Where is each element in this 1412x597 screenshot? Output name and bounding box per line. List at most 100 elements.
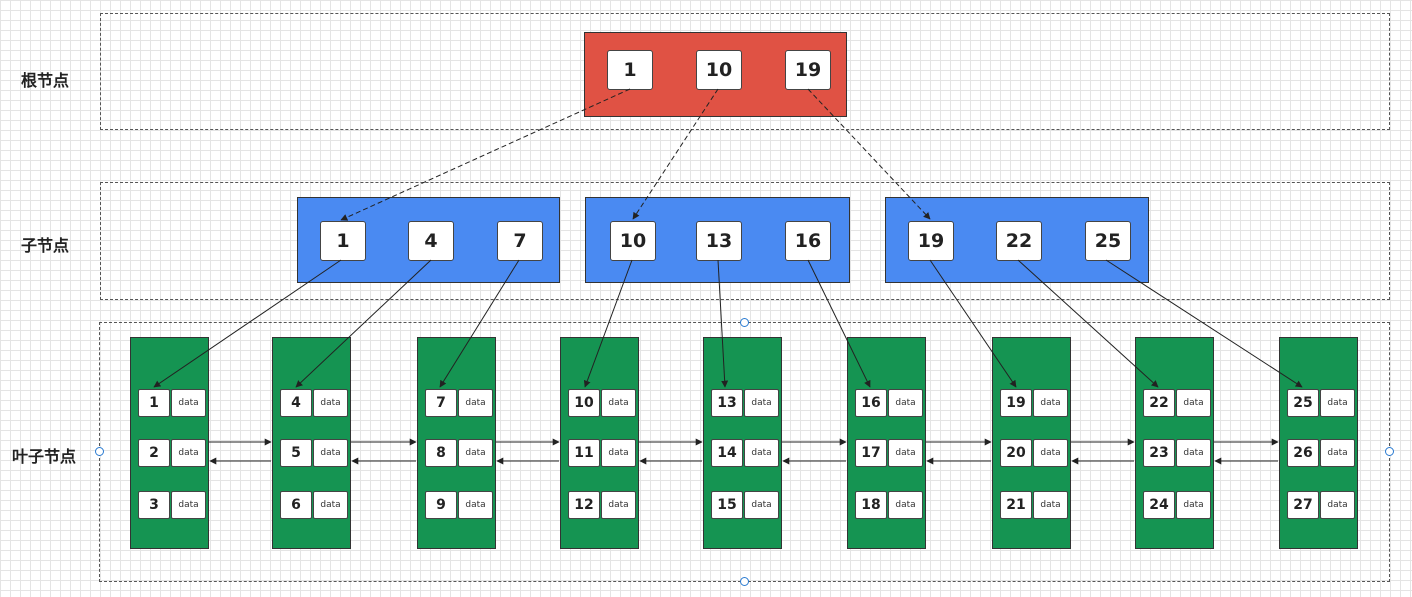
leaf-data: data xyxy=(313,389,348,417)
leaf-data: data xyxy=(171,491,206,519)
leaf-key: 16 xyxy=(855,389,887,417)
leaf-key: 24 xyxy=(1143,491,1175,519)
selection-handle-left[interactable] xyxy=(95,447,104,456)
leaf-key: 17 xyxy=(855,439,887,467)
leaf-data: data xyxy=(313,491,348,519)
pointer-edge xyxy=(929,259,1017,388)
pointer-edge xyxy=(295,259,432,388)
pointer-edge xyxy=(1105,259,1303,388)
child-key: 22 xyxy=(996,221,1042,261)
root-key: 1 xyxy=(607,50,653,90)
leaf-data: data xyxy=(458,491,493,519)
leaf-data: data xyxy=(744,439,779,467)
root-lane-label: 根节点 xyxy=(21,71,70,90)
leaf-key: 6 xyxy=(280,491,312,519)
leaf-key: 20 xyxy=(1000,439,1032,467)
leaf-key: 15 xyxy=(711,491,743,519)
child-key: 16 xyxy=(785,221,831,261)
child-key: 1 xyxy=(320,221,366,261)
leaf-data: data xyxy=(1033,439,1068,467)
leaf-key: 13 xyxy=(711,389,743,417)
leaf-data: data xyxy=(601,389,636,417)
leaf-data: data xyxy=(601,439,636,467)
child-key: 7 xyxy=(497,221,543,261)
leaf-key: 9 xyxy=(425,491,457,519)
leaf-key: 10 xyxy=(568,389,600,417)
leaf-data: data xyxy=(458,389,493,417)
leaf-data: data xyxy=(888,389,923,417)
child-lane xyxy=(100,182,1390,300)
leaf-data: data xyxy=(313,439,348,467)
leaf-key: 4 xyxy=(280,389,312,417)
leaf-key: 3 xyxy=(138,491,170,519)
child-key: 10 xyxy=(610,221,656,261)
leaf-key: 7 xyxy=(425,389,457,417)
leaf-data: data xyxy=(888,439,923,467)
leaf-data: data xyxy=(1033,491,1068,519)
leaf-data: data xyxy=(1176,491,1211,519)
leaf-key: 5 xyxy=(280,439,312,467)
leaf-data: data xyxy=(1033,389,1068,417)
pointer-edge xyxy=(1017,259,1159,388)
leaf-key: 27 xyxy=(1287,491,1319,519)
pointer-edge xyxy=(807,259,871,388)
root-key: 10 xyxy=(696,50,742,90)
leaf-key: 12 xyxy=(568,491,600,519)
pointer-edge xyxy=(583,259,633,388)
leaf-data: data xyxy=(744,491,779,519)
leaf-data: data xyxy=(1176,439,1211,467)
selection-handle-right[interactable] xyxy=(1385,447,1394,456)
pointer-edge xyxy=(717,259,729,388)
root-lane xyxy=(100,13,1390,130)
leaf-key: 11 xyxy=(568,439,600,467)
root-key: 19 xyxy=(785,50,831,90)
leaf-key: 19 xyxy=(1000,389,1032,417)
child-key: 19 xyxy=(908,221,954,261)
child-key: 13 xyxy=(696,221,742,261)
leaf-lane-label: 叶子节点 xyxy=(12,447,77,466)
pointer-edge xyxy=(439,259,520,388)
selection-handle-bottom[interactable] xyxy=(740,577,749,586)
child-node: 1 4 7 xyxy=(297,197,560,283)
leaf-data: data xyxy=(1320,491,1355,519)
child-node: 19 22 25 xyxy=(885,197,1149,283)
pointer-edge xyxy=(632,88,719,220)
leaf-key: 23 xyxy=(1143,439,1175,467)
leaf-data: data xyxy=(601,491,636,519)
leaf-data: data xyxy=(171,389,206,417)
pointer-edge xyxy=(807,88,931,220)
child-key: 25 xyxy=(1085,221,1131,261)
leaf-key: 2 xyxy=(138,439,170,467)
leaf-key: 25 xyxy=(1287,389,1319,417)
selection-handle-top[interactable] xyxy=(740,318,749,327)
